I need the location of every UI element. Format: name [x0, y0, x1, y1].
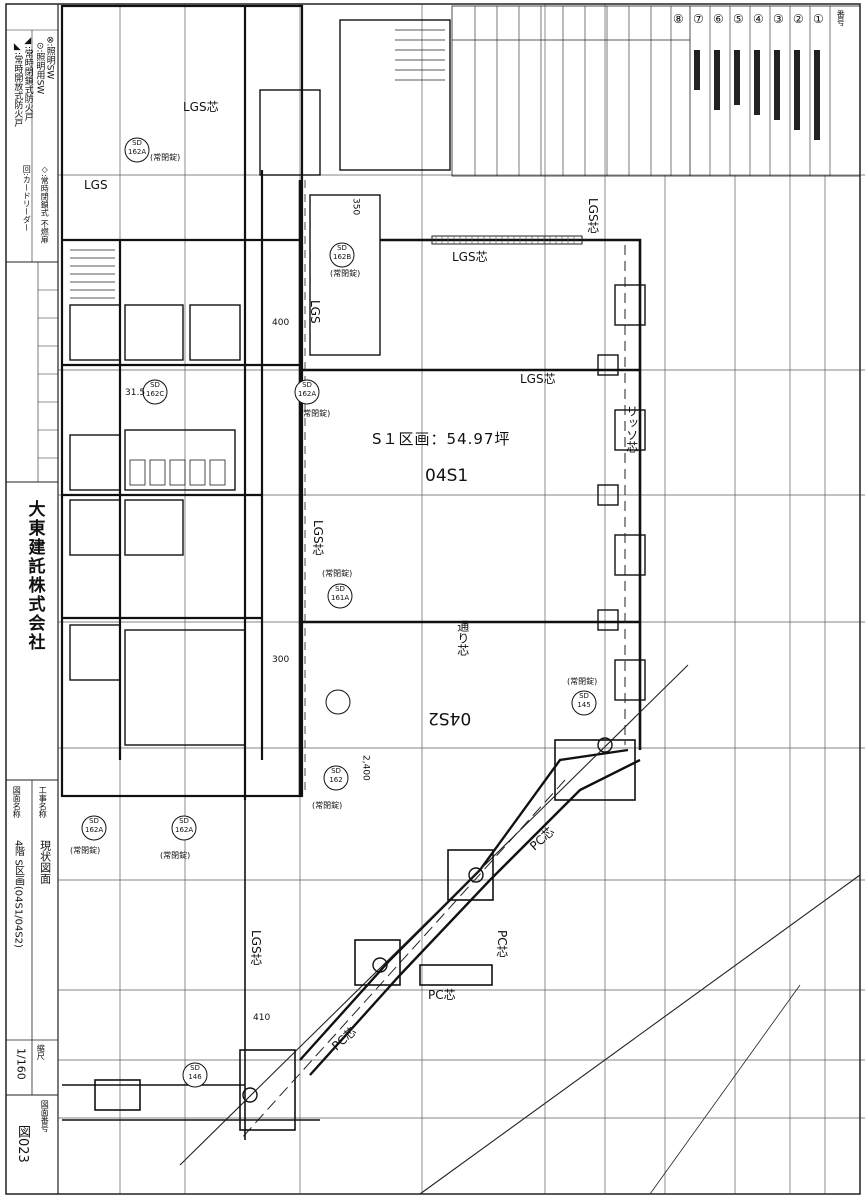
wall-label-lgs-left: LGS: [84, 178, 108, 192]
legend-item-light-sw: ⊗:照明SW: [44, 36, 55, 80]
legend-col-1: ⊗:照明SW ⊙:照明用SW: [34, 36, 55, 95]
legend-item-nonflammable-door: ◇:常時閉鎖式 不燃扉: [40, 165, 50, 244]
legend-item-fire-door-open: ◣:常時開放式防火戸: [12, 42, 23, 128]
zone-s1-code: 04S1: [425, 466, 469, 486]
door-tag-5-note: (常閉錠): [300, 409, 331, 418]
door-tag-7-note: (常閉錠): [70, 846, 101, 855]
dimension-400: 400: [272, 318, 290, 328]
wall-label-lgs-mid: LGS芯: [520, 372, 556, 386]
wall-label-pc-2: PC芯: [494, 930, 509, 958]
revision-number-6: ⑥: [713, 12, 724, 26]
revision-header: 番号: [836, 10, 846, 26]
dimension-350: 350: [350, 198, 361, 216]
revision-number-7: ⑦: [693, 12, 704, 26]
dimension-31-5: 31.5: [125, 388, 146, 398]
wall-label-through: 通り芯: [455, 620, 470, 656]
wall-label-lgs-lower: LGS芯: [310, 520, 325, 556]
door-tag-1-note: (常閉錠): [150, 153, 181, 162]
wall-label-lgs-bottom: LGS芯: [248, 930, 263, 966]
legend-col-4: ◇:常時閉鎖式 不燃扉: [40, 165, 49, 243]
dimension-300: 300: [272, 655, 290, 665]
scale-label: 縮尺: [36, 1044, 46, 1060]
door-tag-8-note: (常閉錠): [160, 851, 191, 860]
zone-s1-area-label: S１区画：54.97坪: [372, 430, 511, 448]
drawing-name-label: 図面名称: [12, 786, 22, 818]
scale-value: 1/160: [14, 1048, 28, 1080]
drawing-number: 図023: [14, 1125, 30, 1163]
door-tag-4-note: (常閉錠): [322, 569, 353, 578]
drawing-number-label: 図面番号: [40, 1100, 50, 1132]
wall-label-lgs-vertical: LGS: [307, 300, 322, 324]
revision-number-2: ②: [793, 12, 804, 26]
legend-item-fire-door-closed: ◢:常時閉鎖式防火戸: [22, 36, 33, 122]
door-tag-6-note: (常閉錠): [312, 801, 343, 810]
legend-col-2: ◢:常時閉鎖式防火戸 ◣:常時開放式防火戸: [12, 36, 33, 128]
legend-item-card-reader: 回:カードリーダー: [22, 165, 32, 232]
legend-item-light-sw-2: ⊙:照明用SW: [34, 42, 45, 95]
revision-number-5: ⑤: [733, 12, 744, 26]
revision-number-1: ①: [813, 12, 824, 26]
wall-label-pc-3: PC芯: [428, 988, 456, 1002]
door-tag-2-note: (常閉錠): [330, 269, 361, 278]
zone-s2-code: 04S2: [428, 708, 472, 728]
dimension-2400: 2,400: [360, 755, 371, 781]
wall-label-light: リッソ芯: [624, 405, 639, 453]
dimension-410: 410: [253, 1013, 271, 1023]
wall-label-lgs-upper: LGS芯: [452, 250, 488, 264]
drawing-subtitle: 4階 S区画(04S1/04S2): [12, 840, 24, 948]
door-tag-9-note: (常閉錠): [567, 677, 598, 686]
wall-label-lgs-right: LGS芯: [585, 198, 600, 234]
revision-number-8: ⑧: [673, 12, 684, 26]
drawing-title: 現状図面: [38, 840, 52, 884]
revision-number-3: ③: [773, 12, 784, 26]
company-name: 大東建託株式会社: [24, 500, 45, 652]
revision-number-4: ④: [753, 12, 764, 26]
legend-col-3: 回:カードリーダー: [22, 165, 31, 232]
work-name-label: 工事名称: [38, 786, 48, 818]
wall-label-lgs-top: LGS芯: [183, 100, 219, 114]
